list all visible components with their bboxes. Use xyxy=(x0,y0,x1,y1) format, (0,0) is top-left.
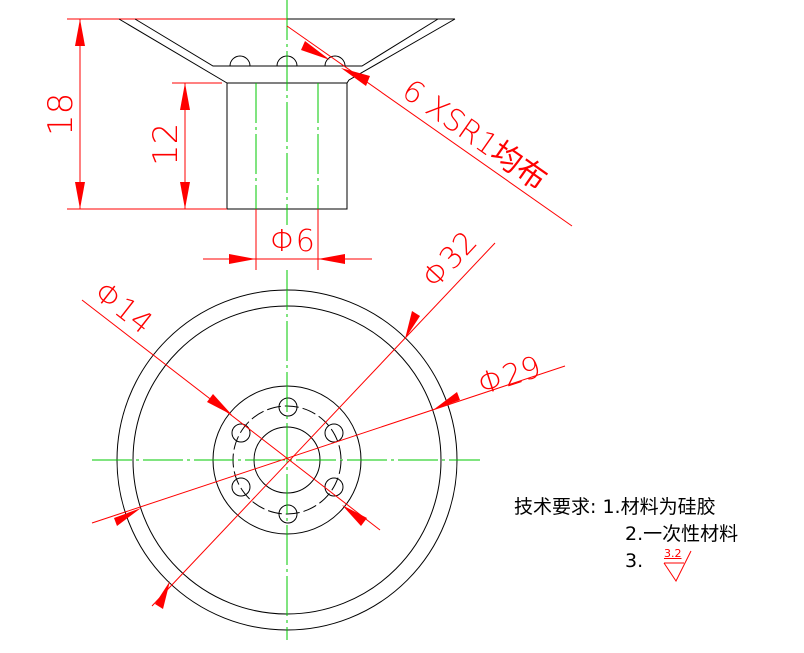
dim-diameter-32: Φ32 xyxy=(415,225,484,296)
dim-diameter-29: Φ29 xyxy=(474,350,546,403)
technical-requirements: 技术要求: 1.材料为硅胶 2.一次性材料 3. xyxy=(514,494,738,575)
dim-height-body: 12 xyxy=(146,123,186,166)
dim-height-total: 18 xyxy=(41,93,81,136)
dim-hole-diameter: Φ6 xyxy=(270,224,315,259)
note-item-3: 3. xyxy=(625,550,644,572)
surface-roughness-symbol: 3.2 xyxy=(662,547,696,590)
roughness-triangle-icon xyxy=(663,550,692,582)
side-view: 18 12 Φ6 6 XSR1均布 xyxy=(41,0,573,270)
note-item-2: 2.一次性材料 xyxy=(625,523,739,545)
sphere-note: 6 XSR1均布 xyxy=(395,73,553,198)
notes-heading: 技术要求: xyxy=(514,496,597,518)
note-item-1: 1.材料为硅胶 xyxy=(602,496,716,518)
roughness-value: 3.2 xyxy=(664,547,682,560)
top-view: Φ32 Φ29 Φ14 xyxy=(81,225,566,640)
